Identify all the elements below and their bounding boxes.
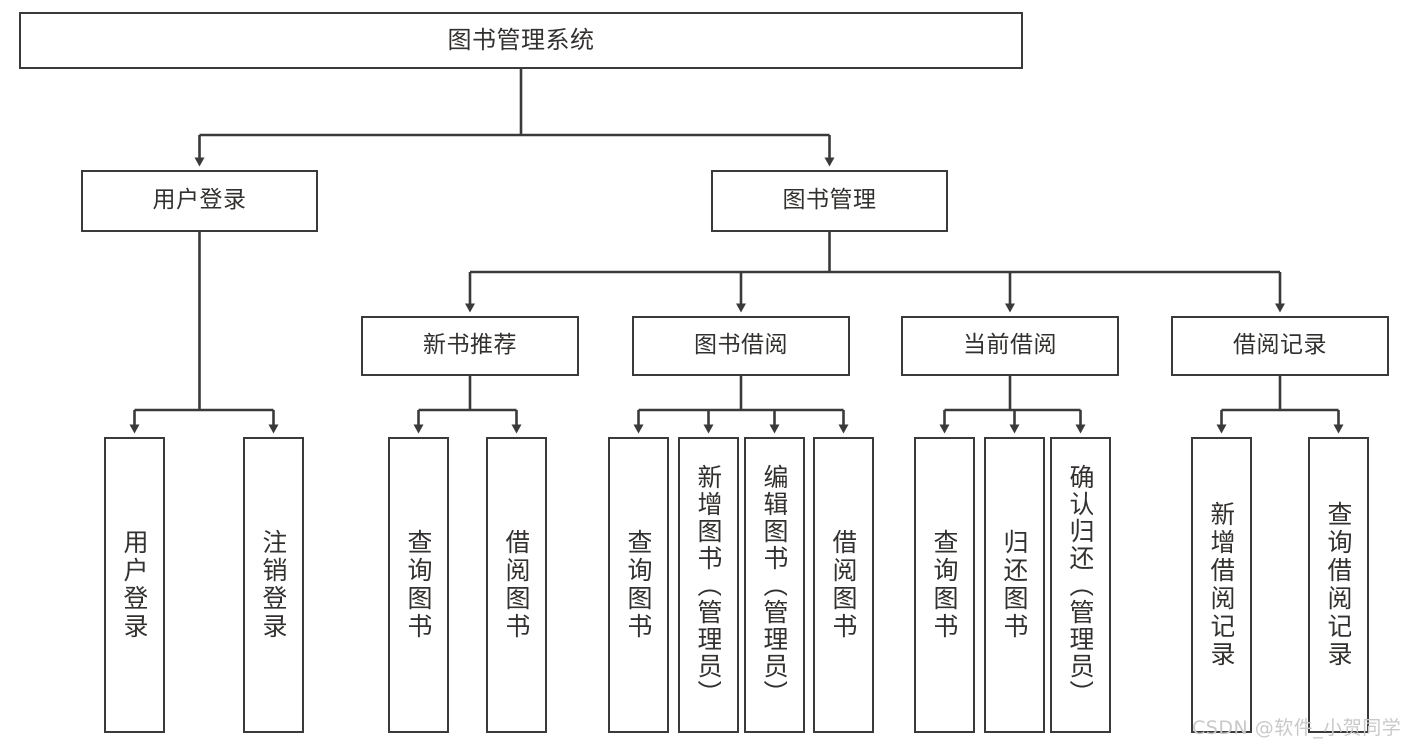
node-label: 查询图书	[626, 529, 651, 641]
node-label: 新书推荐	[423, 332, 517, 359]
node-root[interactable]: 图书管理系统	[19, 12, 1023, 69]
node-label: 图书管理系统	[447, 26, 595, 55]
node-label: 借阅记录	[1233, 332, 1327, 359]
node-current-borrow[interactable]: 当前借阅	[901, 316, 1119, 376]
node-label: 图书借阅	[694, 332, 788, 359]
csdn-watermark: CSDN @软件_小贺同学	[1192, 717, 1402, 739]
node-leaf-confirm-return[interactable]: 确认归还（管理员）	[1050, 437, 1111, 733]
node-label: 新增借阅记录	[1209, 501, 1234, 669]
node-label: 当前借阅	[963, 332, 1057, 359]
node-label: 查询借阅记录	[1326, 501, 1351, 669]
node-leaf-add-record[interactable]: 新增借阅记录	[1191, 437, 1252, 733]
node-label: 查询图书	[932, 529, 957, 641]
node-label: 新增图书（管理员）	[696, 463, 721, 707]
node-leaf-query-record[interactable]: 查询借阅记录	[1308, 437, 1369, 733]
node-leaf-user-login[interactable]: 用户登录	[104, 437, 165, 733]
node-book-manage[interactable]: 图书管理	[711, 170, 948, 232]
node-label: 图书管理	[782, 187, 877, 214]
node-leaf-query-book-3[interactable]: 查询图书	[914, 437, 975, 733]
node-borrow-record[interactable]: 借阅记录	[1171, 316, 1389, 376]
node-label: 注销登录	[261, 529, 286, 641]
node-new-book-rec[interactable]: 新书推荐	[361, 316, 579, 376]
node-label: 借阅图书	[504, 529, 529, 641]
node-leaf-edit-book[interactable]: 编辑图书（管理员）	[744, 437, 805, 733]
node-label: 确认归还（管理员）	[1068, 463, 1093, 707]
node-leaf-borrow-book-1[interactable]: 借阅图书	[486, 437, 547, 733]
node-label: 用户登录	[152, 187, 247, 214]
node-leaf-add-book[interactable]: 新增图书（管理员）	[678, 437, 739, 733]
node-leaf-borrow-book-2[interactable]: 借阅图书	[813, 437, 874, 733]
node-leaf-query-book-1[interactable]: 查询图书	[388, 437, 449, 733]
node-user-login[interactable]: 用户登录	[81, 170, 318, 232]
node-leaf-return-book[interactable]: 归还图书	[984, 437, 1045, 733]
node-label: 查询图书	[406, 529, 431, 641]
node-label: 借阅图书	[831, 529, 856, 641]
node-leaf-query-book-2[interactable]: 查询图书	[608, 437, 669, 733]
node-leaf-user-logout[interactable]: 注销登录	[243, 437, 304, 733]
node-label: 用户登录	[122, 529, 147, 641]
node-label: 编辑图书（管理员）	[762, 463, 787, 707]
node-book-borrow[interactable]: 图书借阅	[632, 316, 850, 376]
node-label: 归还图书	[1002, 529, 1027, 641]
